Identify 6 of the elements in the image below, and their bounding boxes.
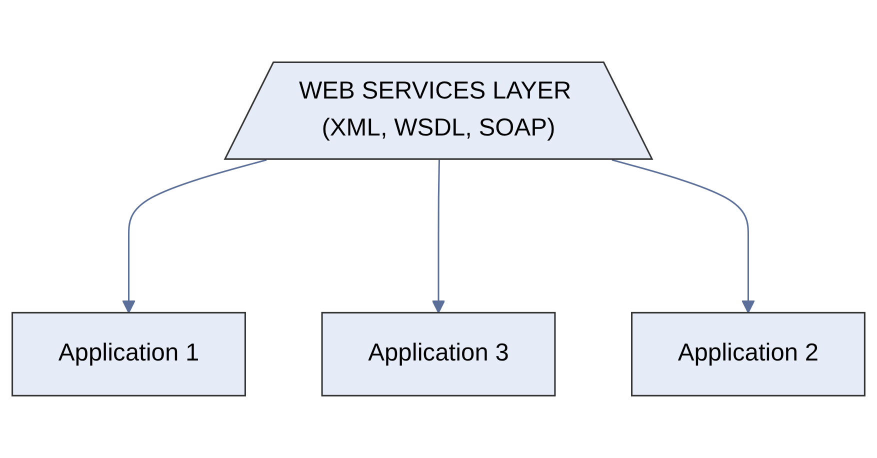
node-box: Application 1: [12, 312, 246, 396]
arrow: [612, 159, 755, 314]
node-box: Application 3: [321, 312, 556, 396]
node-box: Application 2: [631, 312, 866, 396]
arrow: [122, 159, 267, 314]
arrow: [432, 160, 446, 314]
